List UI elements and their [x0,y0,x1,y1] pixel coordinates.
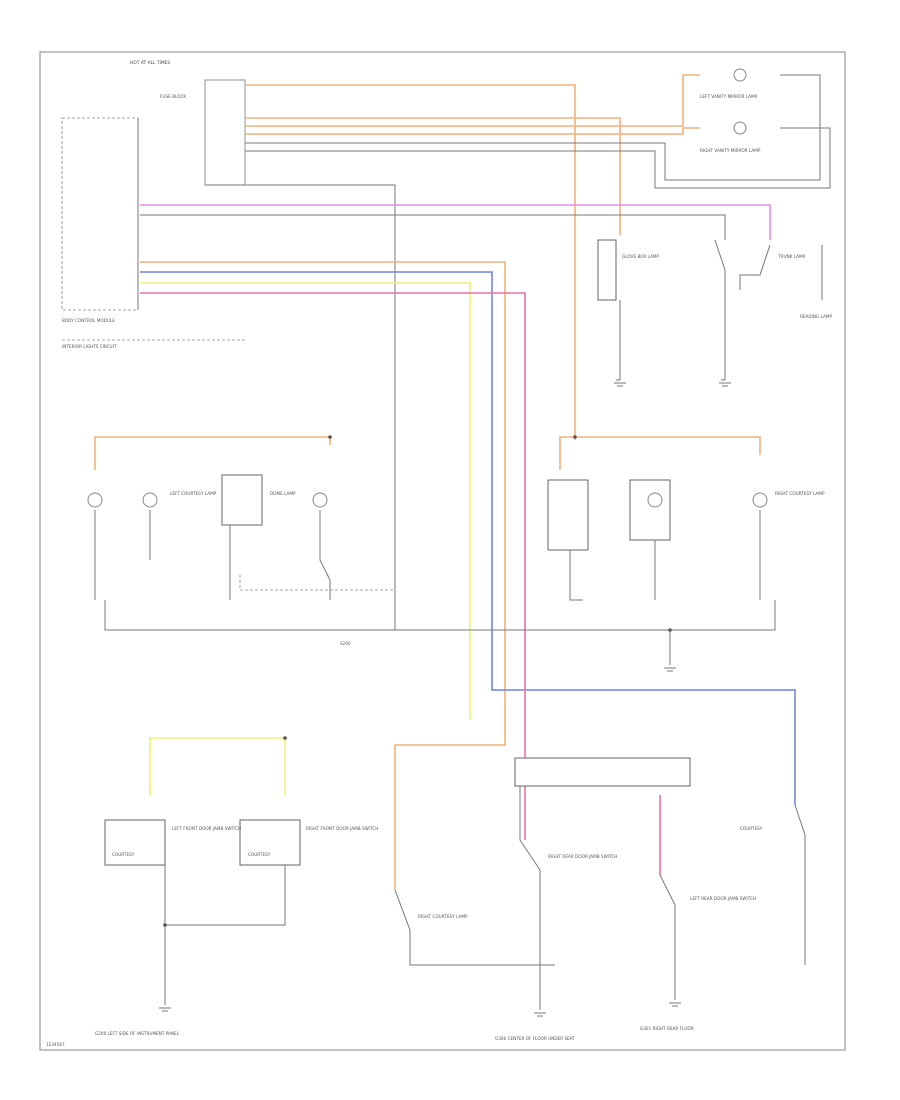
label-right-rear-jamb: RIGHT REAR DOOR JAMB SWITCH [548,854,617,859]
label-left-rear-jamb: LEFT REAR DOOR JAMB SWITCH [690,896,756,901]
left-front-door-jamb-box [104,819,166,866]
label-ground-center: G300 CENTER OF FLOOR UNDER SEAT [495,1036,575,1041]
label-note: INTERIOR LIGHTS CIRCUIT [62,344,117,349]
label-left-courtesy: LEFT COURTESY LAMP [170,491,217,496]
figure-id: 1234567 [46,1042,65,1047]
label-left-front-jamb: LEFT FRONT DOOR JAMB SWITCH [172,826,241,831]
splice-box [514,757,691,787]
left-vanity-lamp-icon [733,68,747,82]
label-splice: S200 [340,641,351,646]
label-dome: DOME LAMP [270,491,296,496]
right-lamp-box [547,479,589,551]
label-bcm: BODY CONTROL MODULE [62,318,115,323]
right-vanity-lamp-icon [733,121,747,135]
dome-lamp-box [221,474,263,526]
label-right-courtesy: RIGHT COURTESY LAMP [775,491,825,496]
left-courtesy-lamp-icon [87,492,103,508]
label-right-vanity: RIGHT VANITY MIRROR LAMP [700,148,761,153]
diagram-frame [39,51,846,1051]
right-front-door-jamb-box [239,819,301,866]
right-door-lamp-icon [312,492,328,508]
label-reading: READING LAMP [800,314,832,319]
glove-box-lamp-box [597,239,617,301]
trunk-lamp-icon [647,492,663,508]
label-courtesy-1: COURTESY [112,852,135,857]
label-right-front-courtesy: RIGHT COURTESY LAMP [418,914,468,919]
label-hot-all-times: HOT AT ALL TIMES [130,60,170,66]
left-door-lamp-icon [142,492,158,508]
label-ground-right: G301 RIGHT REAR FLOOR [640,1026,694,1031]
body-control-module-box [61,117,139,311]
label-fuse-block: FUSE BLOCK [160,94,186,99]
label-courtesy-right: COURTESY [740,826,763,831]
trunk-lamp-box [629,479,671,541]
label-trunk: TRUNK LAMP [777,254,806,259]
fuse-block-box [204,79,246,186]
label-courtesy-2: COURTESY [248,852,271,857]
right-courtesy-lamp-icon [752,492,768,508]
label-glove-box: GLOVE BOX LAMP [622,254,659,259]
label-left-vanity: LEFT VANITY MIRROR LAMP [700,94,758,99]
label-right-front-jamb: RIGHT FRONT DOOR JAMB SWITCH [306,826,378,831]
label-ground-left: G200 LEFT SIDE OF INSTRUMENT PANEL [95,1031,180,1036]
